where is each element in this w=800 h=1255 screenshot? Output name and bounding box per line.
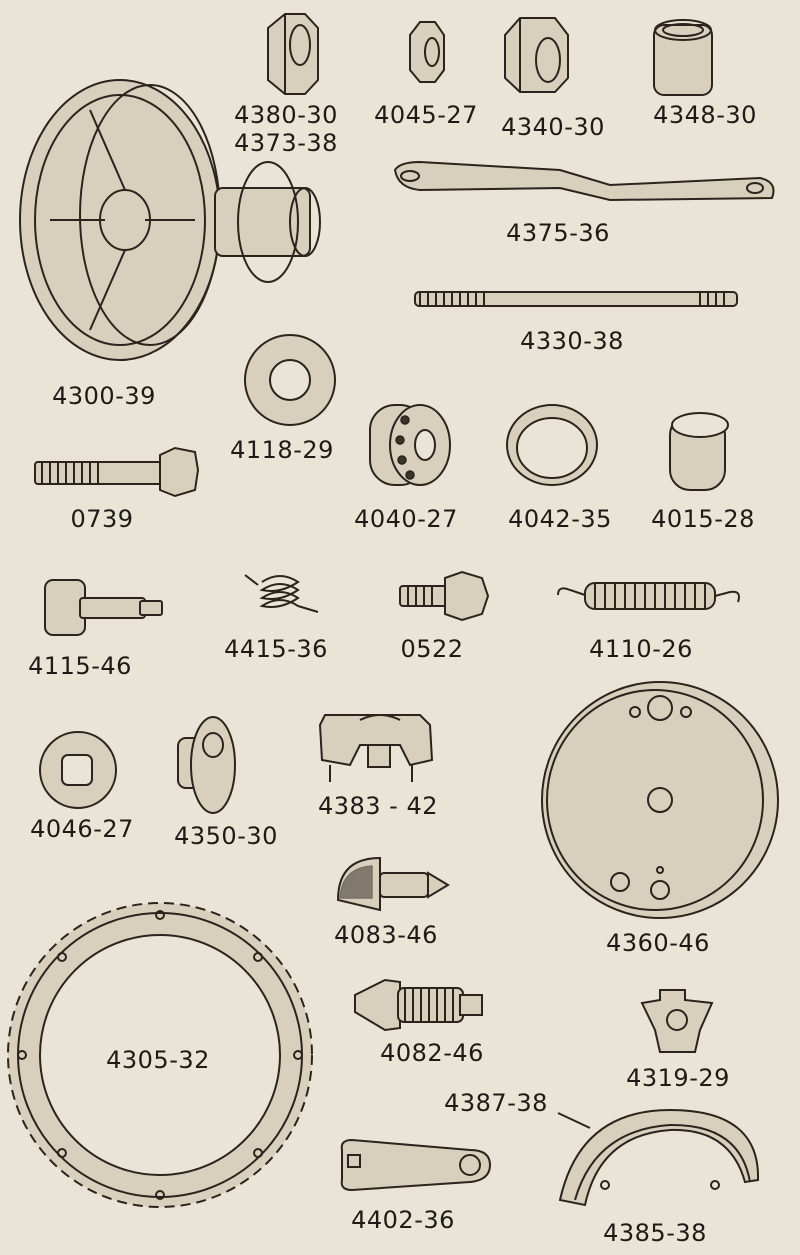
ring-4042-drawing	[506, 404, 598, 486]
washer-4118-drawing	[244, 334, 336, 426]
part-number-4115: 4115-46	[28, 652, 132, 680]
bracket-4383-drawing	[318, 714, 434, 782]
part-number-4040: 4040-27	[354, 505, 458, 533]
sprocket-4305-drawing	[7, 902, 313, 1208]
brake-shoe-4385-drawing	[557, 1108, 760, 1207]
hex-bolt-0522-drawing	[399, 570, 490, 622]
part-number-4015: 4015-28	[651, 505, 755, 533]
threaded-rod-4330-drawing	[414, 291, 738, 307]
extension-spring-4110-drawing	[557, 582, 740, 610]
key-4319-drawing	[640, 989, 714, 1053]
part-number-4375: 4375-36	[506, 219, 610, 247]
part-number-4330: 4330-38	[520, 327, 624, 355]
part-number-4082: 4082-46	[380, 1039, 484, 1067]
part-number-4373: 4373-38	[234, 129, 338, 157]
part-number-4385: 4385-38	[603, 1219, 707, 1247]
hex-nut-4340-drawing	[504, 17, 569, 93]
part-number-4083: 4083-46	[334, 921, 438, 949]
ball-bearing-4040-drawing	[369, 404, 451, 486]
part-number-4110: 4110-26	[589, 635, 693, 663]
part-number-4402: 4402-36	[351, 1206, 455, 1234]
part-number-4046: 4046-27	[30, 815, 134, 843]
part-number-4360: 4360-46	[606, 929, 710, 957]
bearing-race-4015-drawing	[669, 412, 729, 491]
part-number-4383: 4383 - 42	[317, 792, 439, 820]
pin-4115-drawing	[44, 579, 163, 636]
part-number-4350: 4350-30	[174, 822, 278, 850]
part-number-4045: 4045-27	[374, 101, 478, 129]
part-number-0739: 0739	[70, 505, 134, 533]
part-number-4348: 4348-30	[653, 101, 757, 129]
part-number-4042: 4042-35	[508, 505, 612, 533]
brake-plate-4360-drawing	[541, 681, 779, 919]
adjuster-4082-drawing	[354, 978, 483, 1032]
part-number-4380: 4380-30	[234, 101, 338, 129]
bushing-4348-drawing	[653, 19, 713, 96]
washer-4046-drawing	[39, 731, 117, 809]
brake-hub-4300-drawing	[19, 79, 321, 361]
part-number-4415: 4415-36	[224, 635, 328, 663]
hex-nut-4380-drawing	[267, 13, 319, 95]
part-number-4118: 4118-29	[230, 436, 334, 464]
pin-4083-drawing	[336, 856, 450, 912]
cam-lever-4402-drawing	[340, 1138, 492, 1192]
part-number-4300: 4300-39	[52, 382, 156, 410]
part-number-4340: 4340-30	[501, 113, 605, 141]
part-number-4387: 4387-38	[444, 1089, 548, 1117]
part-number-4319: 4319-29	[626, 1064, 730, 1092]
coil-spring-4415-drawing	[244, 574, 319, 613]
cam-4350-drawing	[177, 716, 236, 814]
part-number-0522: 0522	[400, 635, 464, 663]
brake-lever-4375-drawing	[393, 160, 775, 202]
hex-nut-4045-drawing	[409, 21, 445, 83]
part-number-4305: 4305-32	[106, 1046, 210, 1074]
hex-bolt-0739-drawing	[34, 446, 200, 498]
